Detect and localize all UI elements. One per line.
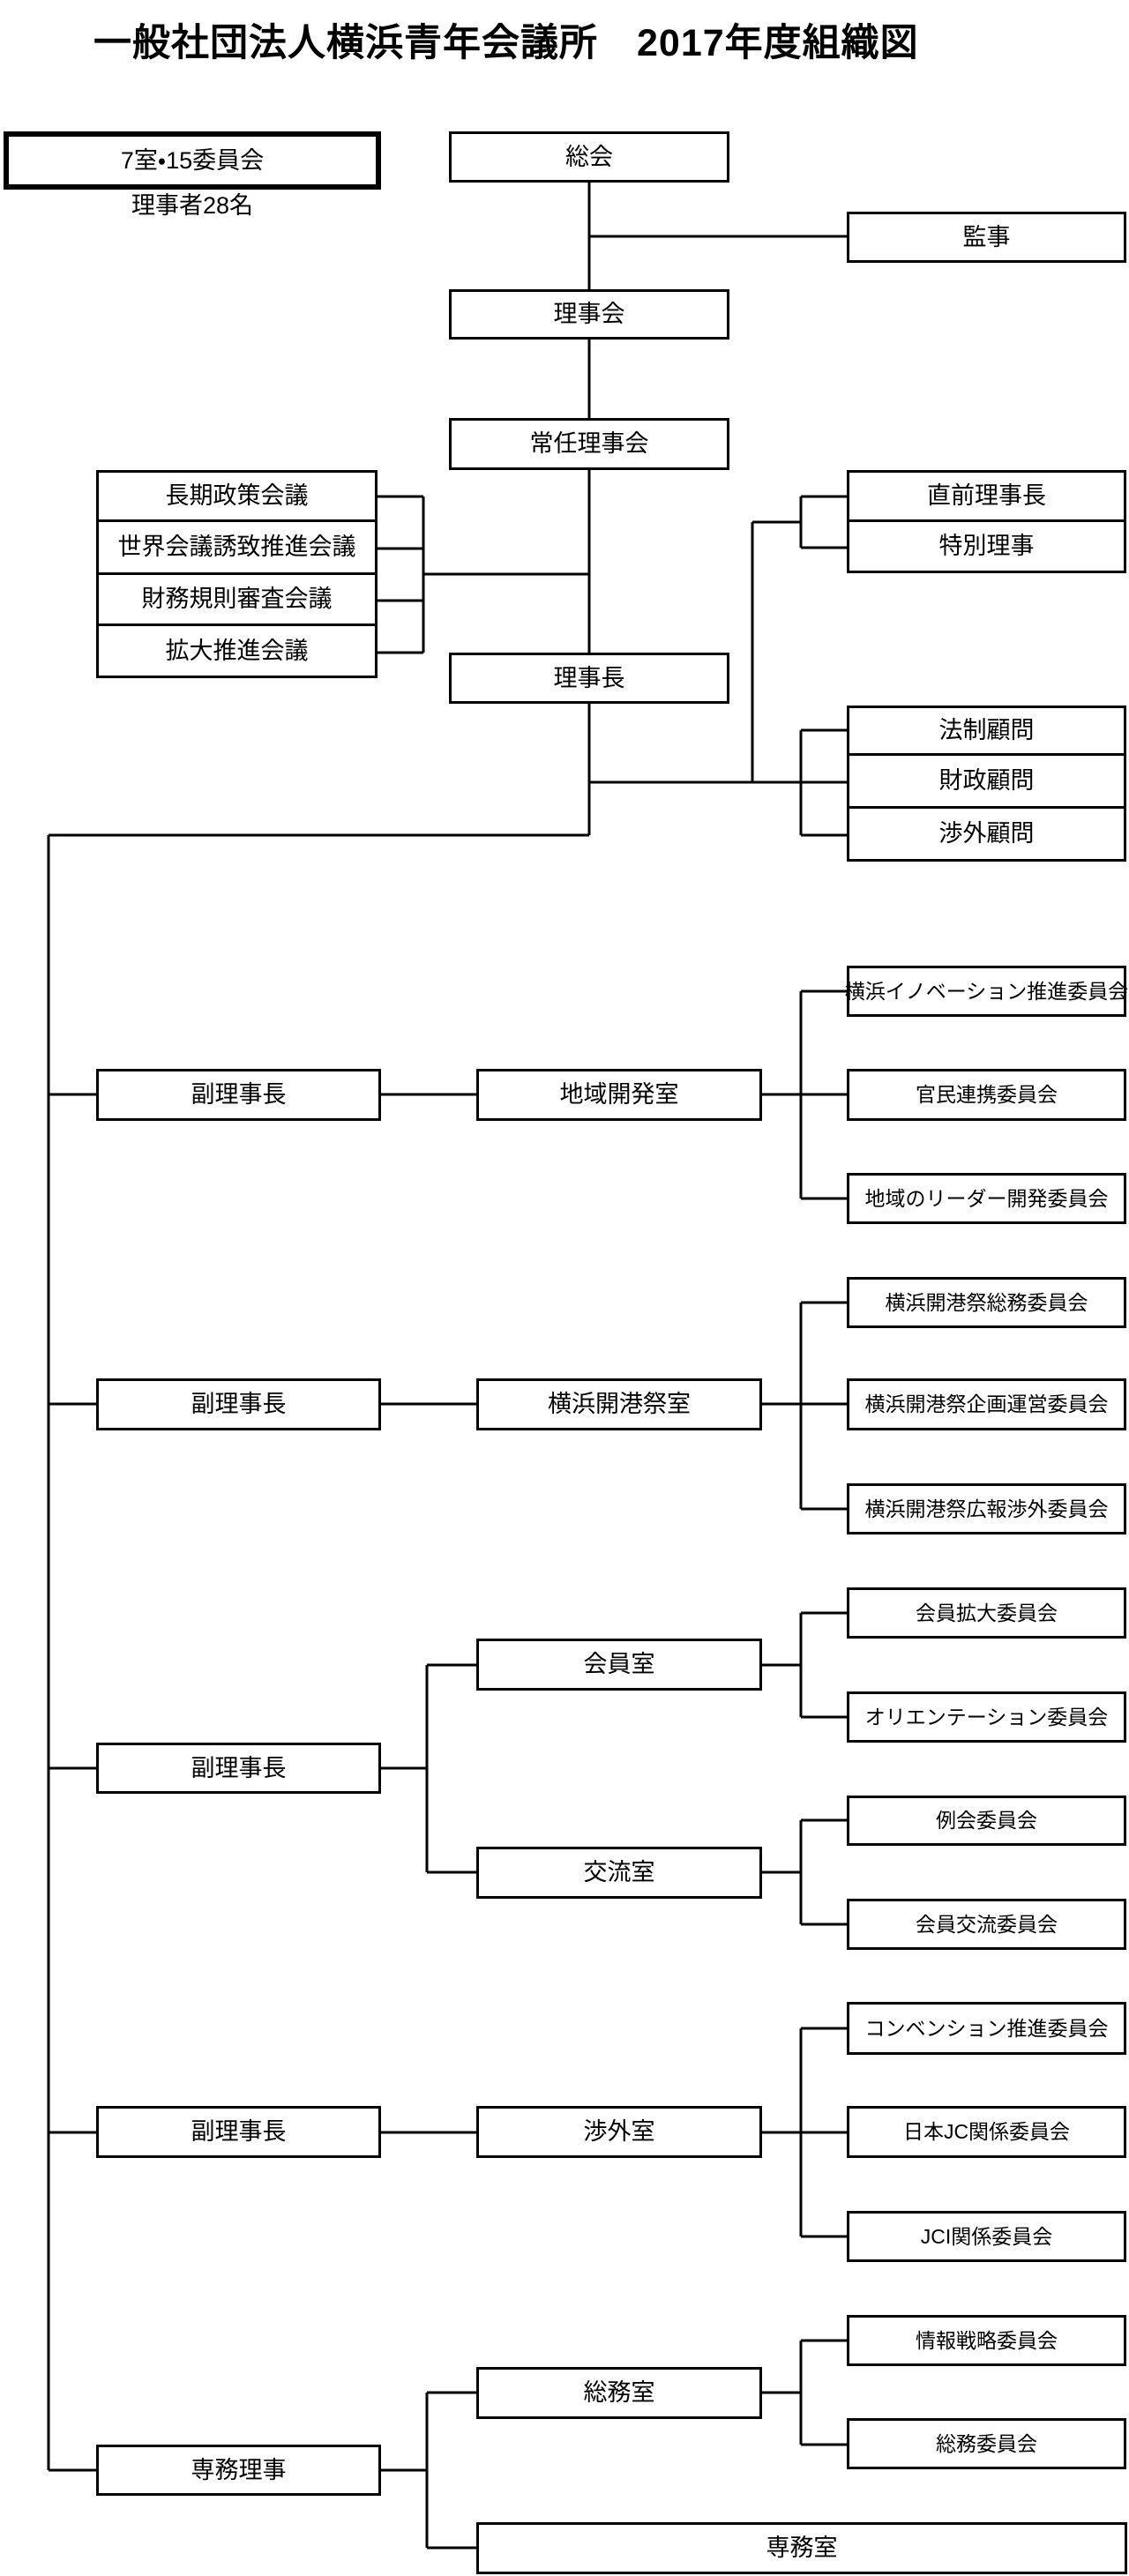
summary-note: 理事者28名 [131,191,254,219]
summary-box: 7室・15委員会 [4,131,381,190]
node-tokubetsu-riji: 特別理事 [847,519,1126,573]
node-senmu-riji: 専務理事 [96,2445,381,2496]
node-reikai: 例会委員会 [847,1796,1126,1846]
node-convention-suishin: コンベンション推進委員会 [847,2002,1126,2055]
node-sekai-kaigi: 世界会議誘致推進会議 [96,519,378,575]
node-orientation: オリエンテーション委員会 [847,1691,1126,1743]
node-yokohama-innovation: 横浜イノベーション推進委員会 [845,966,1128,1017]
node-shougai-komon: 渉外顧問 [847,806,1126,862]
node-senmu-room: 専務室 [476,2522,1127,2574]
node-soumu-room: 総務室 [476,2367,762,2419]
node-kaiin-kouryu: 会員交流委員会 [847,1899,1126,1950]
node-housei-komon: 法制顧問 [847,706,1126,756]
page-title: 一般社団法人横浜青年会議所 2017年度組織図 [93,22,919,64]
node-soukai: 総会 [449,131,729,183]
node-kaikousai-room: 横浜開港祭室 [476,1378,762,1430]
node-chiiki-kaihatsu-room: 地域開発室 [476,1069,762,1121]
node-fuku-rijicho-3: 副理事長 [96,1743,381,1794]
node-chokuzen-rijicho: 直前理事長 [847,470,1126,522]
node-jci-kankei: JCI関係委員会 [847,2211,1126,2262]
node-fuku-rijicho-4: 副理事長 [96,2106,381,2158]
node-chiiki-leader: 地域のリーダー開発委員会 [847,1173,1126,1224]
node-kanji: 監事 [847,212,1126,263]
node-kaiin-room: 会員室 [476,1639,762,1691]
node-rijicho: 理事長 [449,653,729,704]
node-zaimu-kisoku: 財務規則審査会議 [96,572,378,626]
node-kaikousai-kouhou: 横浜開港祭広報渉外委員会 [847,1483,1126,1534]
node-kanmin-renkei: 官民連携委員会 [847,1069,1126,1121]
node-kaikousai-kikaku: 横浜開港祭企画運営委員会 [847,1378,1126,1430]
node-zaisei-komon: 財政顧問 [847,753,1126,809]
node-kaiin-kakudai: 会員拡大委員会 [847,1587,1126,1639]
node-kaikousai-soumu: 横浜開港祭総務委員会 [847,1277,1126,1328]
node-kouryu-room: 交流室 [476,1847,762,1899]
node-jouhou-senryaku: 情報戦略委員会 [847,2315,1126,2366]
node-kakudai-suishin: 拡大推進会議 [96,623,378,678]
node-soumu-iinkai: 総務委員会 [847,2418,1126,2469]
node-nihon-jc-kankei: 日本JC関係委員会 [847,2106,1126,2158]
node-fuku-rijicho-1: 副理事長 [96,1069,381,1121]
node-jounin-rijikai: 常任理事会 [449,418,729,470]
node-fuku-rijicho-2: 副理事長 [96,1378,381,1430]
node-rijikai: 理事会 [449,289,729,340]
node-shougai-room: 渉外室 [476,2106,762,2158]
node-chouki-seisaku: 長期政策会議 [96,470,378,522]
